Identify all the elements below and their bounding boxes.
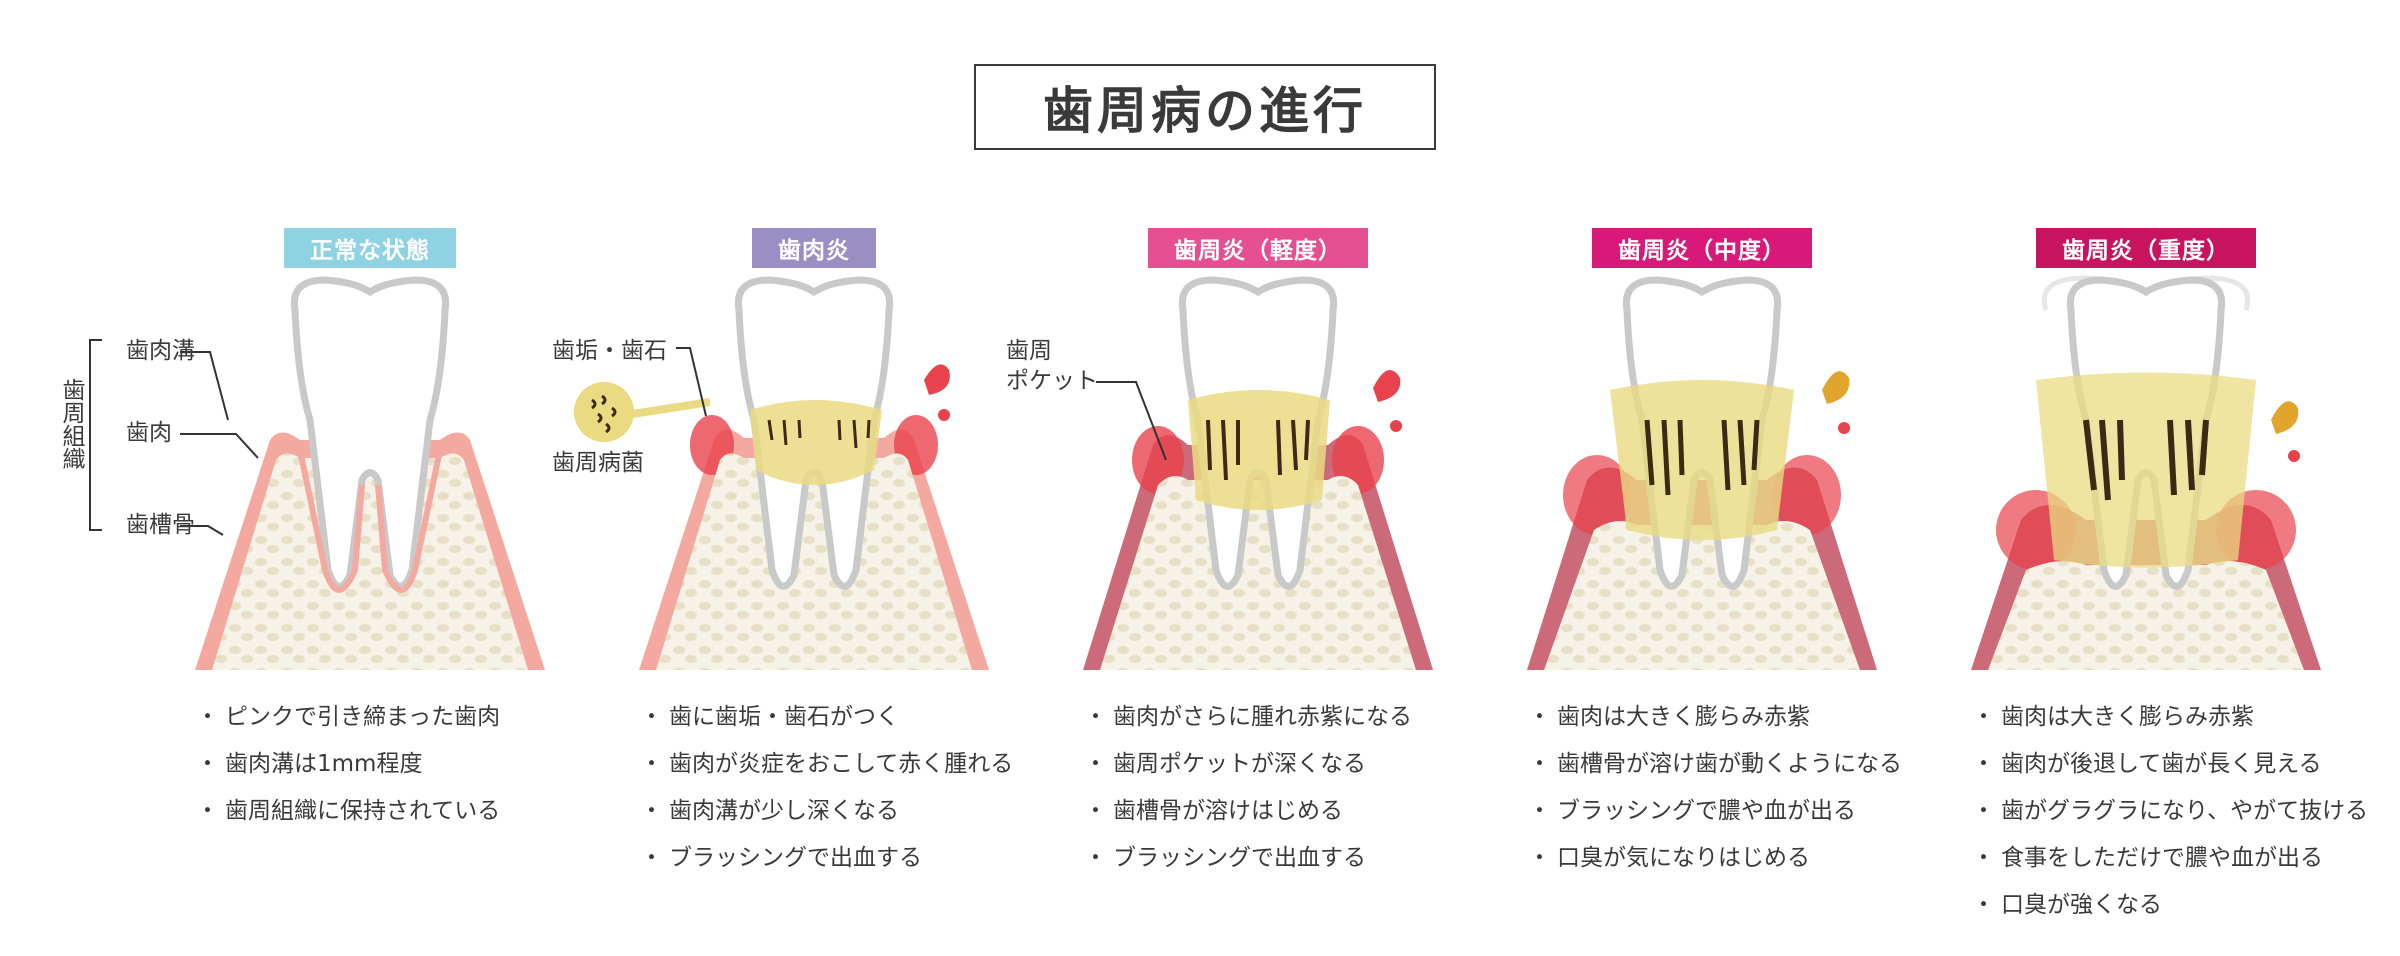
plaque-pointer [676, 347, 707, 417]
stage-header: 歯周炎（重度） [2036, 228, 2256, 268]
bullet-item: 歯がグラグラになり、やがて抜ける [1972, 788, 2368, 835]
bullet-item: ブラッシングで膿や血が出る [1528, 788, 1902, 835]
tooth-diagram-normal [195, 276, 545, 670]
tooth-diagram-gingivitis [639, 276, 989, 670]
stage-normal: 正常な状態 ピンクで引き締まった歯肉 歯肉溝は1mm程度 歯周組織に保持されてい… [150, 0, 590, 956]
label-bacteria: 歯周病菌 [552, 450, 644, 476]
tooth-diagram-severe [1971, 275, 2321, 670]
bullet-item: 歯肉が後退して歯が長く見える [1972, 741, 2368, 788]
bullet-item: 歯槽骨が溶けはじめる [1084, 788, 1412, 835]
bullet-item: ピンクで引き締まった歯肉 [196, 694, 500, 741]
label-plaque: 歯垢・歯石 [552, 338, 667, 364]
stage-bullets: 歯に歯垢・歯石がつく 歯肉が炎症をおこして赤く腫れる 歯肉溝が少し深くなる ブラ… [640, 694, 1013, 882]
bullet-item: 歯周組織に保持されている [196, 788, 500, 835]
bullet-item: 歯肉は大きく膨らみ赤紫 [1528, 694, 1902, 741]
stage-mild-periodontitis: 歯周炎（軽度） 歯肉がさらに腫れ赤紫になる 歯周ポケットが深くなる 歯槽骨が溶け… [1038, 0, 1478, 956]
bullet-item: ブラッシングで出血する [640, 835, 1013, 882]
bullet-item: 歯肉溝は1mm程度 [196, 741, 500, 788]
periodontium-label: 歯周組織 [56, 378, 86, 470]
bullet-item: 口臭が気になりはじめる [1528, 835, 1902, 882]
page-title: 歯周病の進行 [974, 64, 1436, 150]
stage-bullets: 歯肉は大きく膨らみ赤紫 歯槽骨が溶け歯が動くようになる ブラッシングで膿や血が出… [1528, 694, 1902, 882]
bullet-item: 食事をしただけで膿や血が出る [1972, 835, 2368, 882]
stage-severe-periodontitis: 歯周炎（重度） 歯肉は大きく膨らみ赤紫 歯肉が後退して歯が長く見える 歯がグラグ… [1926, 0, 2368, 956]
stage-bullets: ピンクで引き締まった歯肉 歯肉溝は1mm程度 歯周組織に保持されている [196, 694, 500, 835]
bullet-item: 歯肉溝が少し深くなる [640, 788, 1013, 835]
stage-header: 歯周炎（軽度） [1148, 228, 1368, 268]
label-sulcus: 歯肉溝 [126, 338, 195, 364]
bullet-item: ブラッシングで出血する [1084, 835, 1412, 882]
bullet-item: 歯周ポケットが深くなる [1084, 741, 1412, 788]
stage-header: 歯周炎（中度） [1592, 228, 1812, 268]
stage-bullets: 歯肉がさらに腫れ赤紫になる 歯周ポケットが深くなる 歯槽骨が溶けはじめる ブラッ… [1084, 694, 1412, 882]
bullet-item: 歯肉がさらに腫れ赤紫になる [1084, 694, 1412, 741]
bacteria-icon [574, 382, 711, 442]
bullet-item: 歯槽骨が溶け歯が動くようになる [1528, 741, 1902, 788]
label-pocket-line2: ポケット [1006, 368, 1098, 394]
label-bone: 歯槽骨 [126, 512, 195, 538]
stage-bullets: 歯肉は大きく膨らみ赤紫 歯肉が後退して歯が長く見える 歯がグラグラになり、やがて… [1972, 694, 2368, 929]
stage-header: 歯肉炎 [752, 228, 876, 268]
bullet-item: 歯に歯垢・歯石がつく [640, 694, 1013, 741]
stage-moderate-periodontitis: 歯周炎（中度） 歯肉は大きく膨らみ赤紫 歯槽骨が溶け歯が動くようになる ブラッシ… [1482, 0, 1922, 956]
label-pocket-line1: 歯周 [1006, 338, 1052, 364]
bullet-item: 歯肉が炎症をおこして赤く腫れる [640, 741, 1013, 788]
label-pocket: 歯周 ポケット [1006, 336, 1098, 396]
periodontium-text: 歯周組織 [58, 378, 84, 470]
bullet-item: 歯肉は大きく膨らみ赤紫 [1972, 694, 2368, 741]
stage-gingivitis: 歯肉炎 歯に歯垢・歯石がつく 歯肉が炎症をおこして赤く腫れる 歯肉溝が少し深くな… [594, 0, 1034, 956]
label-gum: 歯肉 [126, 420, 172, 446]
pocket-pointer [1096, 381, 1167, 461]
bullet-item: 口臭が強くなる [1972, 882, 2368, 929]
tooth-diagram-mild [1083, 276, 1433, 670]
tooth-diagram-moderate [1527, 276, 1877, 670]
periodontium-bracket [89, 339, 259, 536]
stage-header: 正常な状態 [284, 228, 456, 268]
